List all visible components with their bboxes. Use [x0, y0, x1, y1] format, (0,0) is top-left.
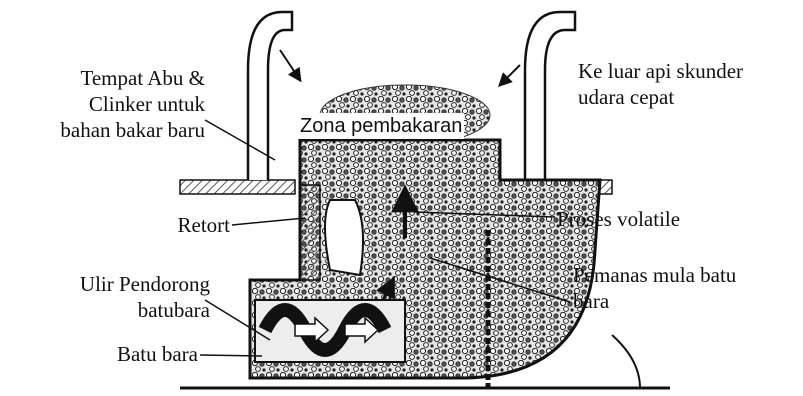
retort-wall [300, 185, 320, 280]
retort-pocket [325, 200, 363, 275]
label-secondary-air-line2: udara cepat [578, 84, 743, 110]
flow-arrow-right [500, 65, 520, 85]
air-duct-right [525, 12, 575, 180]
label-secondary-air-line1: Ke luar api skunder [578, 58, 743, 84]
flow-arrow-left [280, 50, 300, 80]
label-preheating-line1: Pemanas mula batu [573, 262, 736, 288]
label-preheating-line2: bara [573, 288, 736, 314]
leader-coal [200, 355, 262, 356]
label-secondary-air: Ke luar api skunder udara cepat [578, 58, 743, 110]
label-preheating: Pemanas mula batu bara [573, 262, 736, 314]
air-duct-left [248, 12, 292, 180]
label-ash-clinker: Tempat Abu & Clinker untuk bahan bakar b… [0, 65, 205, 143]
label-screw-feeder-line2: batubara [0, 297, 210, 323]
label-screw-feeder: Ulir Pendorong batubara [0, 271, 210, 323]
label-combustion-zone: Zona pembakaran [298, 113, 464, 139]
leader-retort [232, 218, 305, 225]
label-coal: Batu bara [60, 341, 198, 367]
label-ash-clinker-line3: bahan bakar baru [0, 117, 205, 143]
label-retort: Retort [100, 212, 230, 238]
label-volatile: Proses volatile [557, 206, 680, 232]
label-screw-feeder-line1: Ulir Pendorong [0, 271, 210, 297]
label-ash-clinker-line2: Clinker untuk [0, 91, 205, 117]
outer-curve [612, 335, 640, 388]
grate-left [180, 180, 295, 194]
label-ash-clinker-line1: Tempat Abu & [0, 65, 205, 91]
